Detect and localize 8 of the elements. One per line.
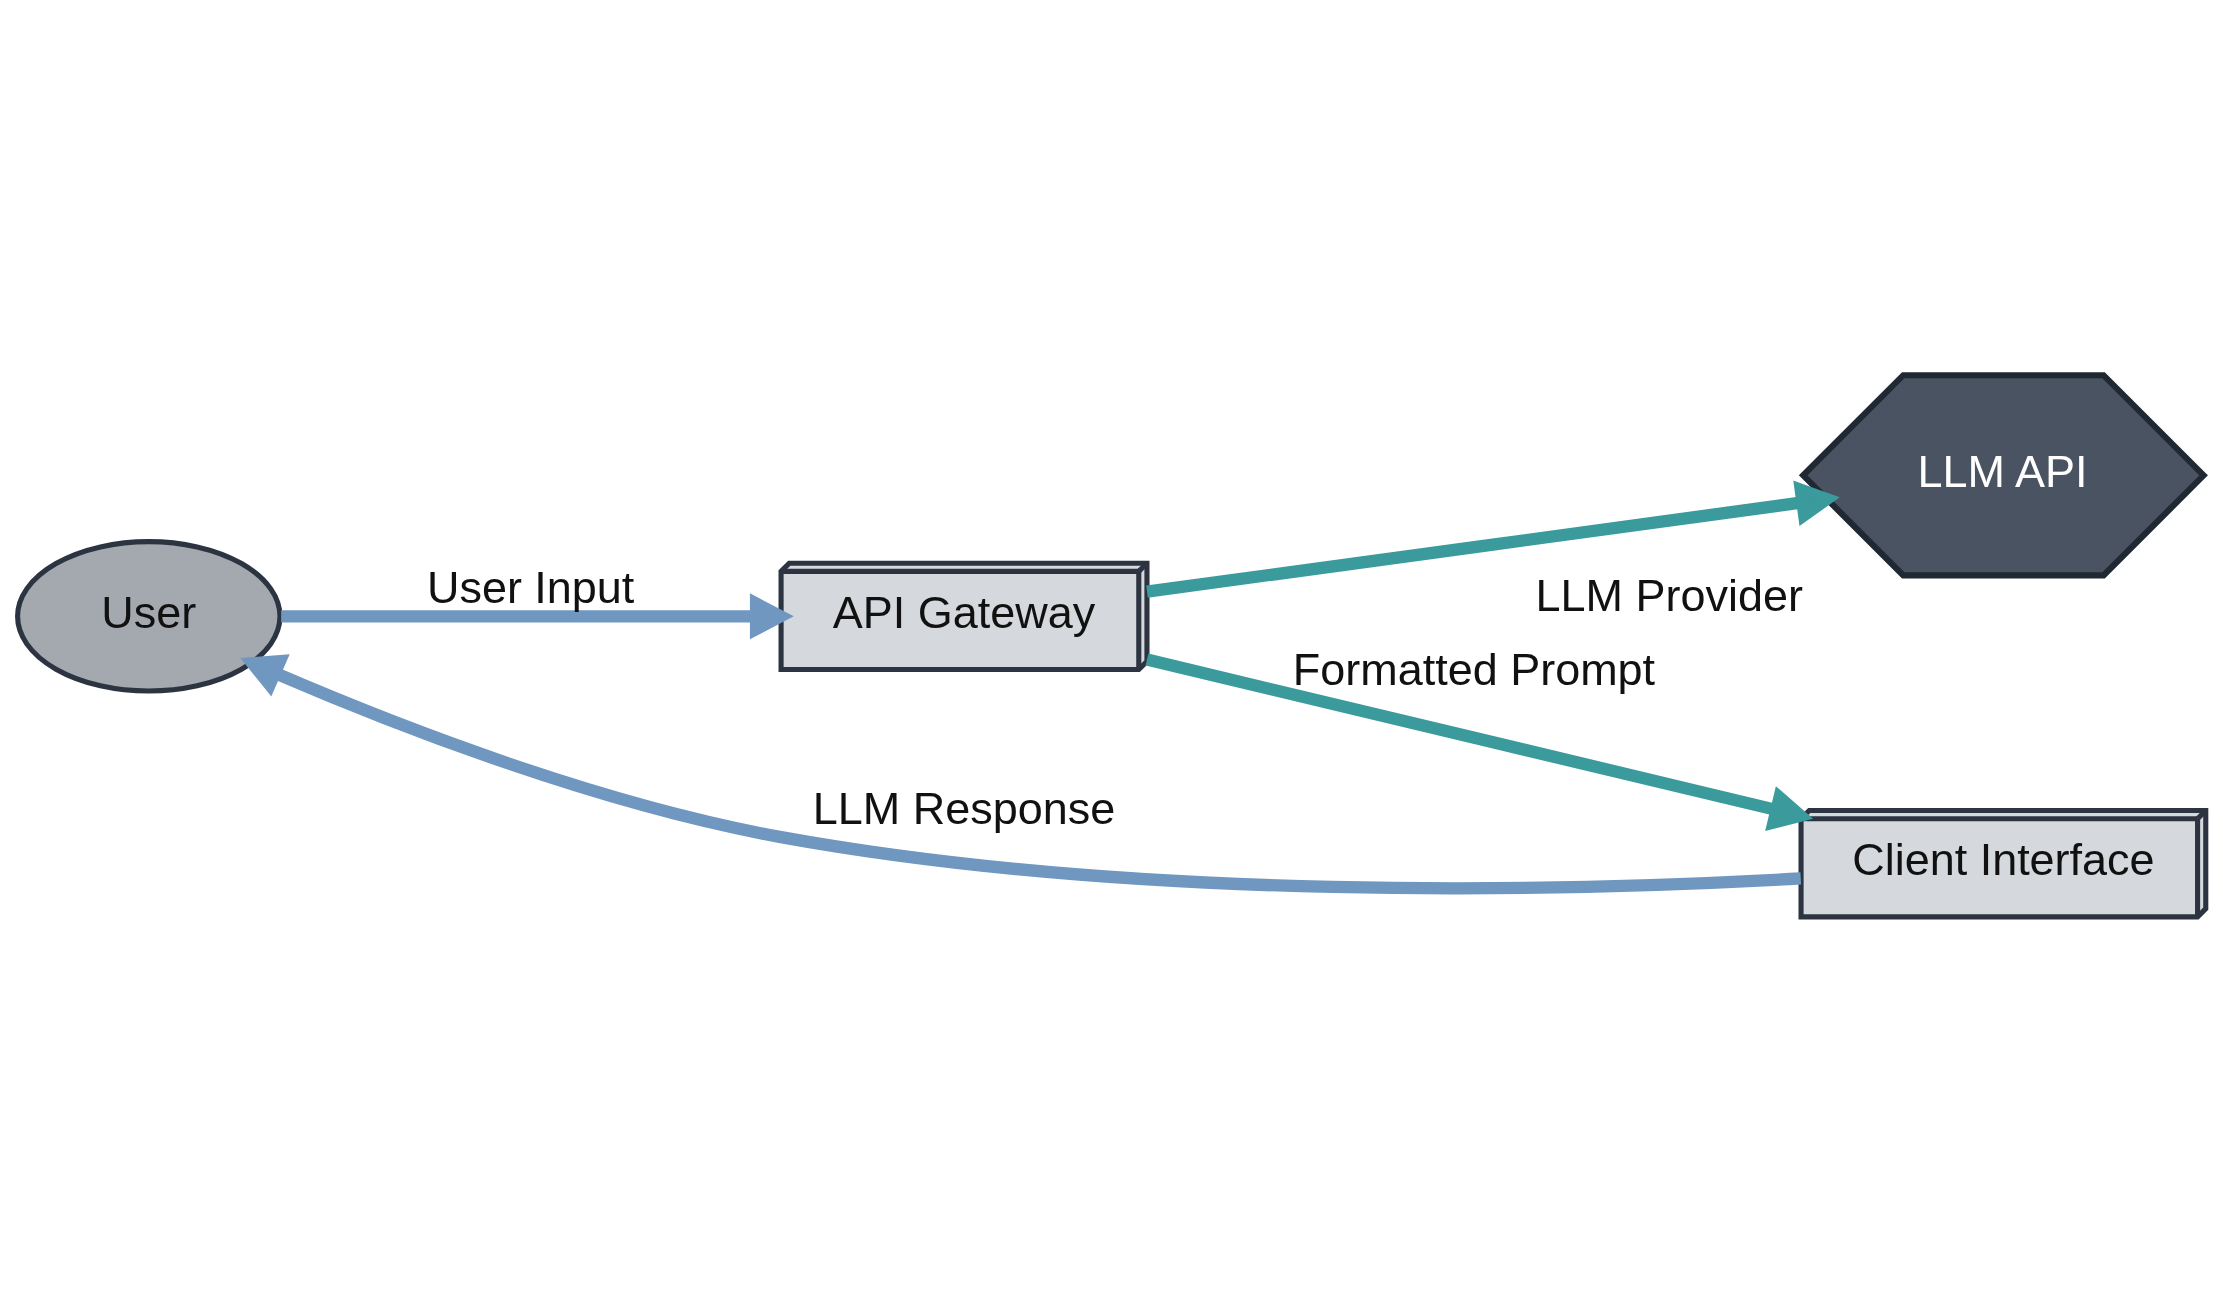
- edge-label: User Input: [426, 561, 635, 613]
- edge-label: LLM Response: [812, 782, 1116, 834]
- edge-label: Formatted Prompt: [1292, 643, 1656, 695]
- arrow: [1145, 653, 1814, 831]
- arrow: [240, 653, 1802, 894]
- arrow: [281, 592, 794, 639]
- node-ellipse: User: [15, 538, 283, 694]
- arrow: [1146, 479, 1840, 598]
